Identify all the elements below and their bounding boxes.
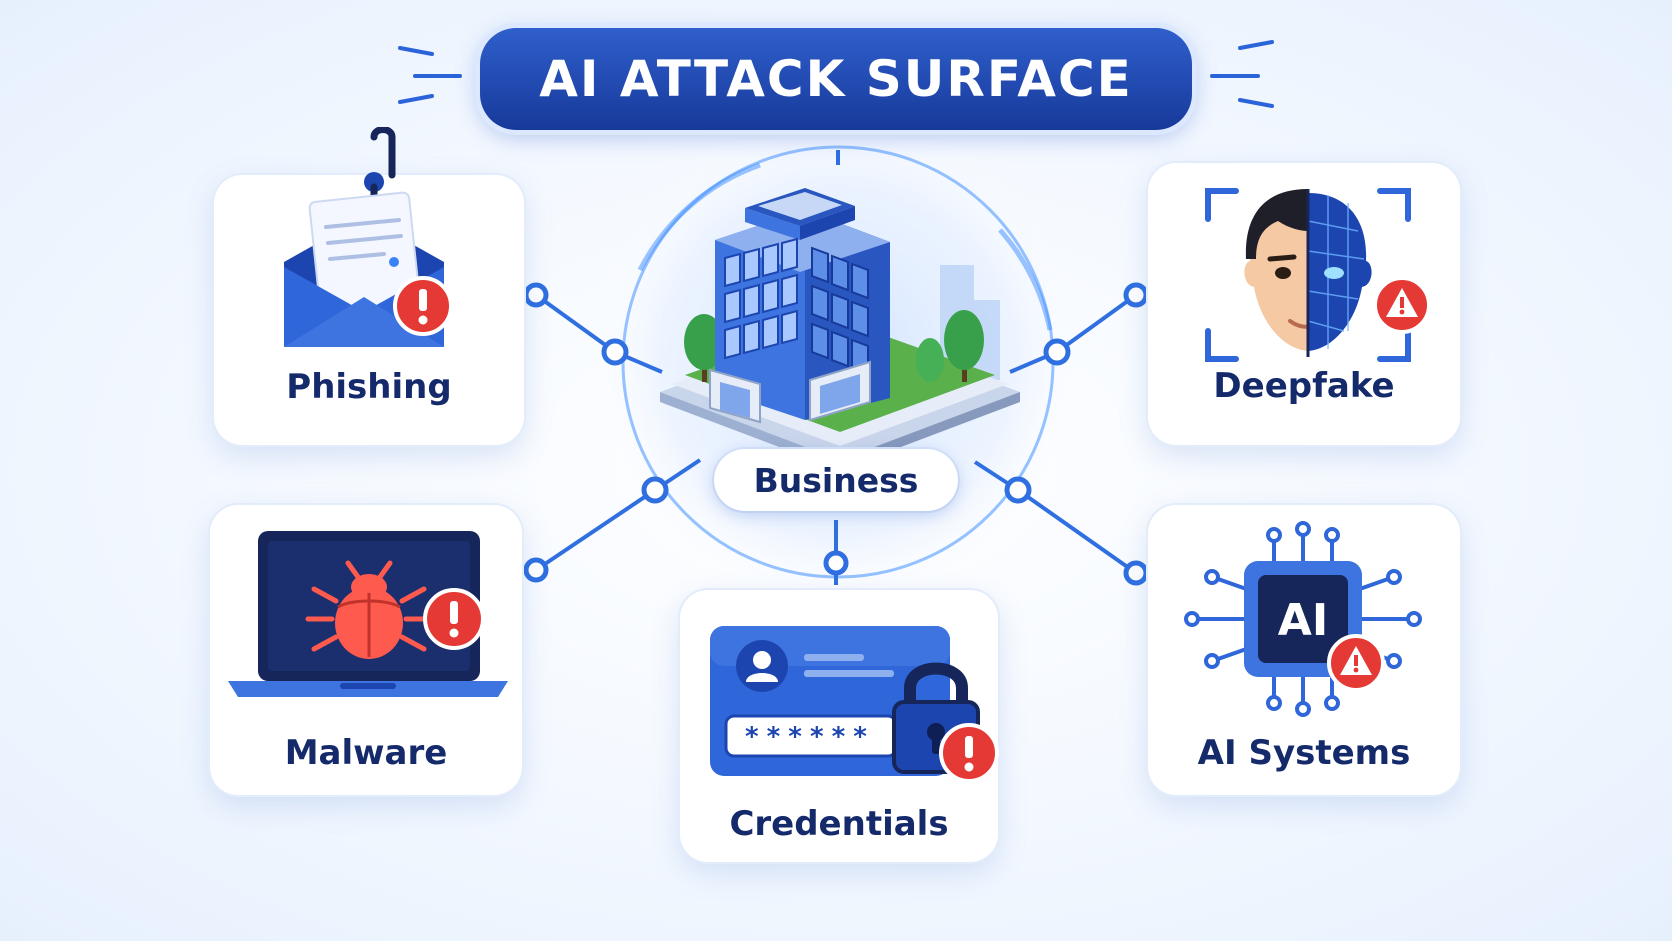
speed-line xyxy=(1238,98,1274,108)
link-node xyxy=(641,476,669,504)
center-label-business: Business xyxy=(714,449,958,511)
speed-line xyxy=(398,94,434,104)
link-node xyxy=(523,282,549,308)
ai-chip-icon xyxy=(1184,521,1422,717)
link-node xyxy=(601,338,629,366)
link-node xyxy=(823,550,849,576)
card-phishing: Phishing xyxy=(214,127,524,445)
node-label-phishing: Phishing xyxy=(286,367,452,407)
warning-triangle-badge-icon xyxy=(1327,634,1385,692)
deepfake-face-icon xyxy=(1205,188,1411,362)
laptop-bug-icon xyxy=(228,531,508,697)
exclamation-badge-icon xyxy=(423,588,485,650)
link-node xyxy=(1123,282,1149,308)
hub-ring-arc xyxy=(998,228,1053,331)
card-malware: Malware xyxy=(210,505,522,795)
link-node xyxy=(1004,476,1032,504)
node-label-deepfake: Deepfake xyxy=(1213,366,1395,406)
title-banner: AI ATTACK SURFACE xyxy=(480,28,1192,130)
page-title: AI ATTACK SURFACE xyxy=(539,50,1133,108)
speed-line xyxy=(1238,40,1274,50)
speed-line xyxy=(398,46,434,56)
link-node xyxy=(523,557,549,583)
node-label-ai-systems: AI Systems xyxy=(1197,733,1411,773)
office-building-icon xyxy=(660,188,1020,470)
exclamation-badge-icon xyxy=(939,723,999,783)
node-label-malware: Malware xyxy=(284,733,448,773)
chip-text: AI xyxy=(1277,595,1329,646)
exclamation-badge-icon xyxy=(393,276,453,336)
card-ai-systems: AI AI Systems xyxy=(1148,505,1460,795)
warning-triangle-badge-icon xyxy=(1373,276,1431,334)
hub-ring-arc xyxy=(637,162,761,272)
card-credentials: ****** Credentials xyxy=(680,590,999,862)
link-node xyxy=(1043,338,1071,366)
card-deepfake: Deepfake xyxy=(1148,163,1460,445)
login-card-lock-icon xyxy=(710,626,950,776)
link-node xyxy=(1123,560,1149,586)
password-field-mask: ****** xyxy=(744,722,874,752)
node-label-credentials: Credentials xyxy=(729,804,949,844)
